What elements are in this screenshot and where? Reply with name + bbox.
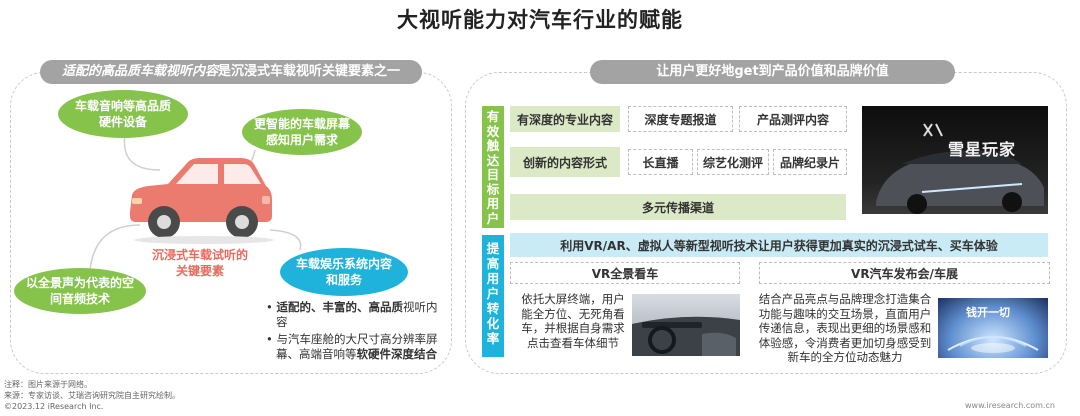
row1-item-2: 产品测评内容 [739,106,847,132]
bullet1-bold: 适配的、丰富的、高品质 [276,300,403,314]
vbar-convert: 提高用户转化率 [482,235,504,357]
blob-hardware-text: 车载音响等高品质硬件设备 [75,99,172,129]
footer-note-1: 注释：图片来源于网络。 [4,380,92,389]
bullet1-text: 视听内容 [276,300,438,329]
blob-screen-text: 更智能的车载屏幕感知用户需求 [254,117,351,147]
vr-left-text: 依托大屏终端，用户能全方位、无死角看车，并根据自身需求点击查看车体细节 [521,292,625,350]
row2-item-2: 综艺化测评 [697,149,769,175]
car-photo-image [876,123,1044,214]
interior-photo-image [632,316,740,356]
vbar-reach-text: 有效触达目标用户 [486,109,500,226]
footer-url: www.iresearch.com.cn [965,401,1055,410]
left-header-italic: 适配的高品质车载视听内容 [61,64,218,79]
left-header-text: 是沉浸式车载视听关键要素之一 [218,64,401,79]
row1-item-1: 深度专题报道 [628,106,733,132]
vbar-convert-text: 提高用户转化率 [486,241,500,346]
vbar-reach: 有效触达目标用户 [482,106,504,228]
row3-label: 多元传播渠道 [510,194,846,220]
vr-right-text: 结合产品亮点与品牌理念打造集合功能与趣味的交互场景，直面用户传递信息，表现出更细… [758,292,932,364]
launch-photo-caption: 钱开一切 [966,306,1010,319]
bullet-list: • 适配的、丰富的、高品质视听内容 • 与汽车座舱的大尺寸高分辨率屏幕、高端音响… [262,300,442,362]
row2-item-1: 长直播 [628,149,693,175]
blob-audio-text: 以全景声为代表的空间音频技术 [25,276,134,306]
right-panel-header: 让用户更好地get到产品价值和品牌价值 [590,60,955,84]
row1-label: 有深度的专业内容 [510,106,620,132]
vr-right-title: VR汽车发布会/车展 [759,262,1050,284]
interior-photo [632,294,740,356]
car-label: 沉浸式车载试听的关键要素 [151,248,248,278]
left-panel-header: 适配的高品质车载视听内容是沉浸式车载视听关键要素之一 [40,60,422,84]
row2-label: 创新的内容形式 [510,147,620,177]
page-title: 大视听能力对汽车行业的赋能 [397,8,683,32]
car-photo-caption: 雪星玩家 [948,140,1017,159]
bullet2-text: 与汽车座舱的大尺寸高分辨率屏幕、高端音响等 [276,332,438,361]
vr-bar: 利用VR/AR、虚拟人等新型视听技术让用户获得更加真实的沉浸式试车、买车体验 [510,233,1048,257]
footer-note-2: 来源：专家访谈、艾瑞咨询研究院自主研究绘制。 [4,391,180,400]
blob-entertainment-text: 车载娱乐系统内容和服务 [295,257,392,287]
launch-photo: 钱开一切 [938,298,1048,358]
bullet-item: • 与汽车座舱的大尺寸高分辨率屏幕、高端音响等软硬件深度结合 [266,332,438,361]
vr-left-title: VR全景看车 [510,262,740,284]
blob-screen: 更智能的车载屏幕感知用户需求 [242,109,362,155]
launch-photo-image [947,336,1039,353]
blob-audio: 以全景声为代表的空间音频技术 [14,268,146,314]
blob-entertainment: 车载娱乐系统内容和服务 [280,248,408,296]
blob-hardware: 车载音响等高品质硬件设备 [58,90,188,138]
car-illustration [130,158,274,244]
bullet-item: • 适配的、丰富的、高品质视听内容 [266,300,438,329]
row2-item-3: 品牌纪录片 [773,149,847,175]
car-photo: 雪星玩家 [862,106,1048,214]
bullet2-bold: 软硬件深度结合 [356,347,438,361]
footer-copyright: ©2023.12 iResearch Inc. [4,402,104,411]
